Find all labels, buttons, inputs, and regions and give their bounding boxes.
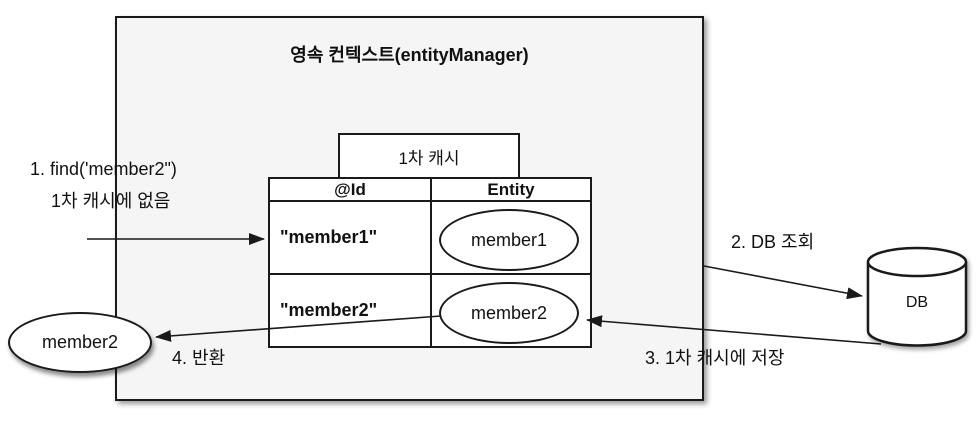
- id-cell-member1: "member1": [268, 200, 432, 275]
- step4-return-label: 4. 반환: [172, 348, 226, 368]
- member1-entity-label: member1: [470, 229, 548, 250]
- returned-member2-label: member2: [41, 332, 119, 352]
- member1-entity-ellipse: member1: [439, 209, 579, 271]
- table-row-member1: "member1": [268, 200, 592, 275]
- id-cell-member2: "member2": [268, 273, 432, 348]
- cache-table-header-entity: Entity: [430, 177, 592, 202]
- cache-table-header-id: @Id: [268, 177, 432, 202]
- returned-member2-ellipse: member2: [8, 312, 152, 373]
- step2-db-query-label: 2. DB 조회: [731, 232, 815, 252]
- db-label: DB: [905, 294, 929, 311]
- step1-find-label-line2: 1차 캐시에 없음: [51, 191, 171, 211]
- step1-find-label: 1. find('member2") 1차 캐시에 없음: [30, 153, 177, 217]
- persistence-context-title: 영속 컨텍스트(entityManager): [290, 45, 529, 65]
- member2-entity-label: member2: [470, 302, 548, 323]
- step1-find-label-line1: 1. find('member2"): [30, 159, 177, 179]
- step2-db-query-arrow: [703, 265, 863, 300]
- first-level-cache-label: 1차 캐시: [398, 148, 460, 168]
- member2-entity-ellipse: member2: [439, 282, 579, 344]
- cache-table-header-row: @Id Entity: [268, 177, 592, 202]
- step3-store-to-cache-label: 3. 1차 캐시에 저장: [645, 348, 785, 368]
- first-level-cache-box: 1차 캐시: [338, 133, 520, 179]
